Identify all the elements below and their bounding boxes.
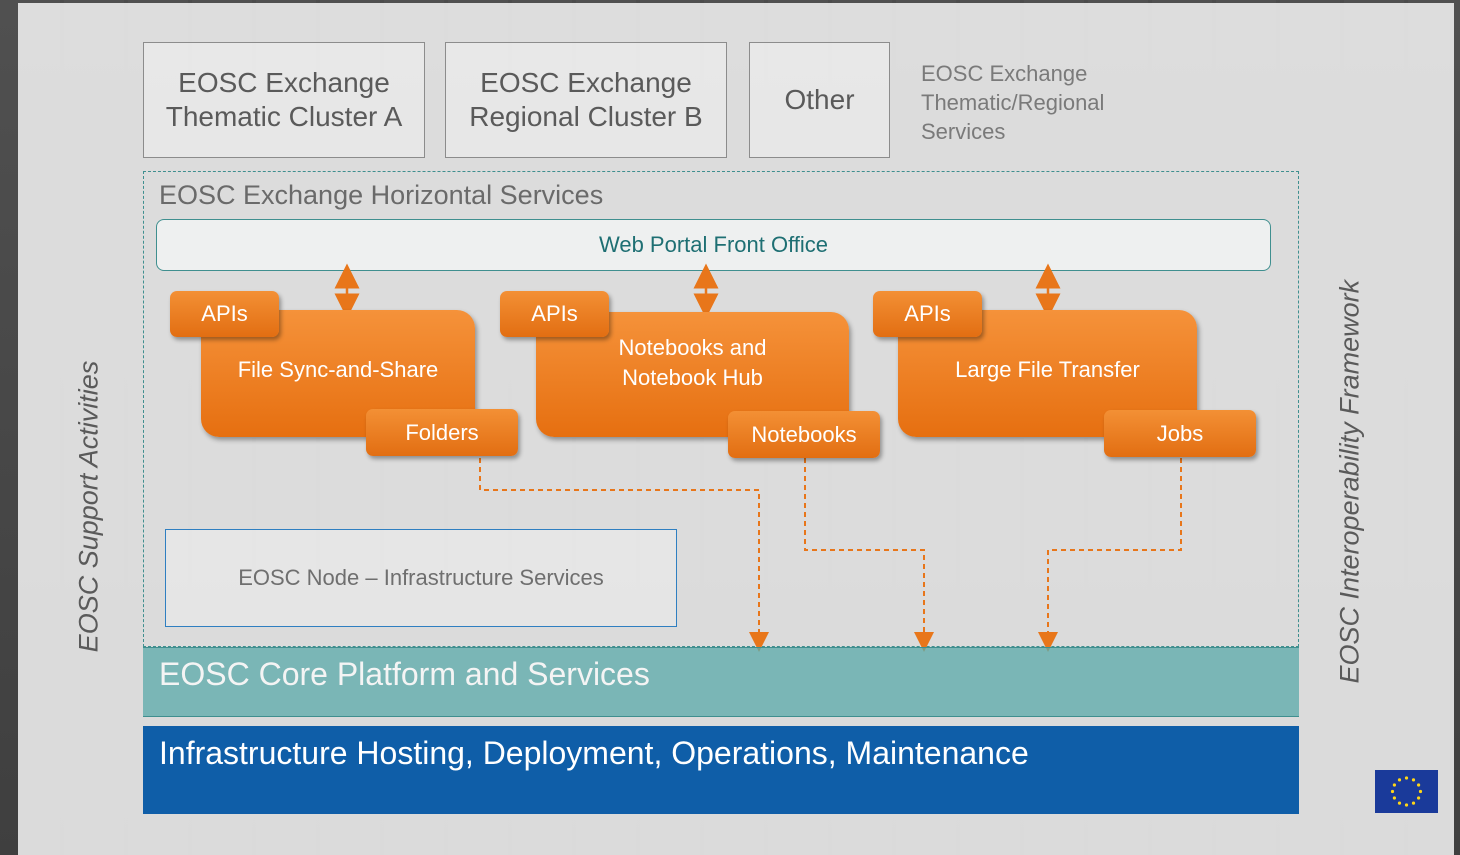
- service-2-output-label: Notebooks: [751, 421, 857, 447]
- service-1-output: Folders: [366, 409, 518, 456]
- support-activities-label: EOSC Support Activities: [73, 360, 104, 653]
- core-platform-label: EOSC Core Platform and Services: [159, 656, 650, 692]
- service-2-apis-label: APIs: [531, 301, 578, 326]
- service-1-apis: APIs: [170, 291, 279, 337]
- cluster-regional-line1: EOSC Exchange: [480, 67, 692, 98]
- cluster-thematic-line1: EOSC Exchange: [178, 67, 390, 98]
- service-3-output-label: Jobs: [1156, 420, 1204, 446]
- service-1-output-label: Folders: [405, 419, 479, 445]
- service-3-output: Jobs: [1104, 410, 1256, 457]
- cluster-other: Other: [749, 42, 890, 158]
- web-portal-front-office: Web Portal Front Office: [156, 219, 1271, 271]
- cluster-other-label: Other: [784, 84, 855, 115]
- eu-flag-icon: [1375, 770, 1438, 813]
- eosc-node-box: EOSC Node – Infrastructure Services: [165, 529, 677, 627]
- jobs-route: [1038, 458, 1182, 652]
- service-2-name-line1: Notebooks and: [618, 334, 767, 360]
- service-1-apis-label: APIs: [201, 301, 248, 326]
- service-3-apis-label: APIs: [904, 301, 951, 326]
- service-1-name: File Sync-and-Share: [237, 356, 439, 382]
- interoperability-framework-label: EOSC Interoperability Framework: [1334, 279, 1365, 684]
- cluster-thematic-line2: Thematic Cluster A: [165, 101, 403, 132]
- eosc-node-label: EOSC Node – Infrastructure Services: [238, 565, 604, 590]
- folders-route: [479, 458, 769, 652]
- service-2-name-line2: Notebook Hub: [622, 364, 763, 390]
- service-3-apis: APIs: [873, 291, 982, 337]
- cluster-regional-line2: Regional Cluster B: [469, 101, 703, 132]
- horizontal-services-box: [143, 171, 1299, 647]
- service-2-apis: APIs: [500, 291, 609, 337]
- notebooks-route: [804, 458, 934, 652]
- cluster-note-line1: EOSC Exchange: [921, 61, 1088, 86]
- infrastructure-bar: Infrastructure Hosting, Deployment, Oper…: [143, 726, 1299, 814]
- service-2-output: Notebooks: [728, 411, 880, 458]
- web-portal-label: Web Portal Front Office: [598, 232, 829, 257]
- cluster-note-line2: Thematic/Regional: [921, 90, 1105, 115]
- horizontal-services-title: EOSC Exchange Horizontal Services: [159, 180, 604, 210]
- core-platform-bar: EOSC Core Platform and Services: [143, 647, 1299, 717]
- cluster-note-line3: Services: [921, 119, 1006, 144]
- service-3-name: Large File Transfer: [955, 356, 1140, 382]
- infrastructure-label: Infrastructure Hosting, Deployment, Oper…: [159, 735, 1029, 771]
- cluster-note: EOSC Exchange Thematic/Regional Services: [921, 59, 1104, 146]
